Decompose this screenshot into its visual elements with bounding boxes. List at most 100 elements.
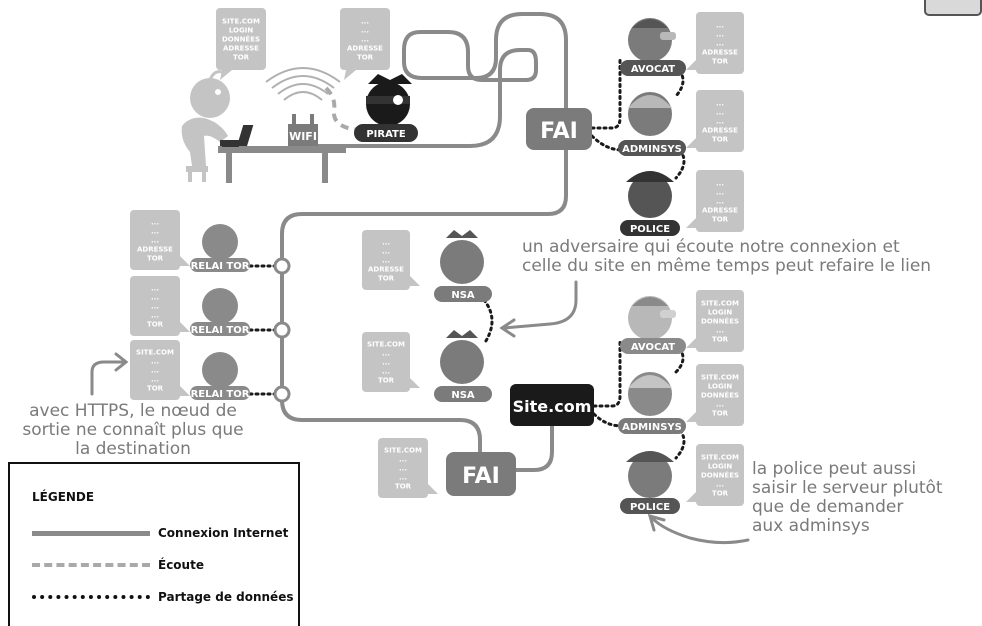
police-bottom-label: POLICE — [630, 502, 670, 513]
police-note-line-3: que de demander — [752, 497, 904, 517]
bubble-line: ADRESSE — [702, 207, 738, 215]
bubble-line: SITE.COM — [367, 341, 405, 349]
police-top: POLICE — [620, 171, 680, 236]
legend-share-label: Partage de données — [158, 590, 294, 604]
https-note-line-1: avec HTTPS, le nœud de — [29, 401, 237, 421]
bubble-line: ... — [716, 22, 724, 30]
bubble-line: TOR — [357, 54, 374, 62]
bubble-relai2: ............TOR — [130, 276, 190, 336]
bubble-line: TOR — [712, 490, 729, 498]
adminsys-bottom-label: ADMINSYS — [622, 422, 682, 433]
bubble-line: SITE.COM — [136, 349, 174, 357]
relay-nodes — [273, 257, 291, 403]
dots-site-to-avocat — [592, 338, 622, 408]
bubble-line: DONNÉES — [701, 317, 739, 326]
bubble-line: ADRESSE — [368, 266, 404, 274]
adversary-note-line-2: celle du site en même temps peut refaire… — [522, 256, 932, 276]
bubble-line: ... — [151, 228, 159, 236]
legend-listen-label: Écoute — [158, 558, 204, 572]
legend-dashed-swatch — [32, 563, 150, 567]
legend-internet-label: Connexion Internet — [158, 526, 289, 540]
user-body — [181, 117, 228, 166]
fai-top-label: FAI — [540, 119, 578, 144]
bubble-line: ... — [151, 219, 159, 227]
bubble-line: ... — [151, 376, 159, 384]
relay-node-1 — [273, 257, 291, 275]
line-user-to-fai — [303, 12, 568, 148]
bubble-line: ... — [151, 285, 159, 293]
internet-connection-lines — [280, 12, 568, 472]
police-note-line-4: aux adminsys — [752, 516, 870, 536]
bubble-line: ... — [151, 367, 159, 375]
fai-bottom: FAI — [446, 452, 516, 496]
relai-tor-3: RELAI TOR — [190, 352, 250, 400]
router-icon: WIFI — [288, 114, 318, 146]
bubble-line: ... — [716, 40, 724, 48]
bubble-line: DONNÉES — [701, 391, 739, 400]
adminsys-top: ADMINSYS — [618, 92, 686, 156]
bubble-line: SITE.COM — [701, 454, 739, 462]
relai-tor-1: RELAI TOR — [190, 224, 250, 272]
arrows — [90, 280, 750, 545]
bubble-line: ADRESSE — [223, 45, 259, 53]
bubble-line: ... — [151, 237, 159, 245]
bubble-line: ... — [361, 36, 369, 44]
https-note-line-3: la destination — [75, 439, 191, 459]
bubble-line: LOGIN — [708, 309, 733, 317]
adversary-note: un adversaire qui écoute notre connexion… — [522, 238, 931, 276]
bubble-line: TOR — [395, 483, 412, 491]
dots-fai-to-avocat — [590, 58, 622, 130]
legend-row-listen: Écoute — [32, 558, 204, 572]
bubble-line: ... — [151, 358, 159, 366]
bubble-line: TOR — [147, 255, 164, 263]
police-top-label: POLICE — [630, 224, 670, 235]
corner-button[interactable] — [924, 0, 982, 16]
bubble-line: TOR — [712, 410, 729, 418]
bubble-line: ... — [716, 189, 724, 197]
arrow-police — [650, 516, 750, 545]
line-fai-to-relays — [280, 146, 568, 470]
bubble-line: SITE.COM — [701, 300, 739, 308]
bubble-line: ... — [399, 465, 407, 473]
user-head — [190, 78, 230, 118]
bubble-line: ... — [716, 198, 724, 206]
bubble-line: ... — [399, 474, 407, 482]
relay-node-2 — [273, 321, 291, 339]
https-note: avec HTTPS, le nœud de sortie ne connaît… — [8, 402, 258, 459]
avocat-bottom-label: AVOCAT — [631, 342, 675, 353]
bubble-line: ... — [382, 368, 390, 376]
legend-row-internet: Connexion Internet — [32, 526, 288, 540]
legend-row-share: Partage de données — [32, 590, 293, 604]
site-server: Site.com — [510, 384, 594, 426]
bubble-line: ... — [716, 100, 724, 108]
bubble-line: TOR — [378, 377, 395, 385]
bubble-line: ... — [399, 456, 407, 464]
bubble-line: SITE.COM — [701, 374, 739, 382]
bubble-line: ... — [716, 481, 724, 489]
bubble-line: ... — [716, 118, 724, 126]
bubble-line: ... — [361, 27, 369, 35]
bubble-line: TOR — [712, 216, 729, 224]
legend-title: LÉGENDE — [32, 490, 95, 504]
bubble-nsa2: SITE.COM.........TOR — [362, 332, 420, 392]
bubble-relai3: SITE.COM.........TOR — [130, 340, 190, 400]
bubble-line: TOR — [712, 58, 729, 66]
relay-node-3 — [273, 385, 291, 403]
bubble-line: ADRESSE — [702, 49, 738, 57]
bubble-line: SITE.COM — [222, 18, 260, 26]
bubble-line: TOR — [712, 336, 729, 344]
legend-solid-swatch — [32, 530, 150, 536]
bubble-line: ... — [382, 248, 390, 256]
desk — [218, 146, 346, 153]
arrow-adversary — [502, 280, 578, 330]
police-note-line-2: saisir le serveur plutôt — [752, 478, 943, 498]
arrow-https — [90, 360, 126, 396]
bubble-line: TOR — [233, 54, 250, 62]
bubble-line: LOGIN — [708, 463, 733, 471]
